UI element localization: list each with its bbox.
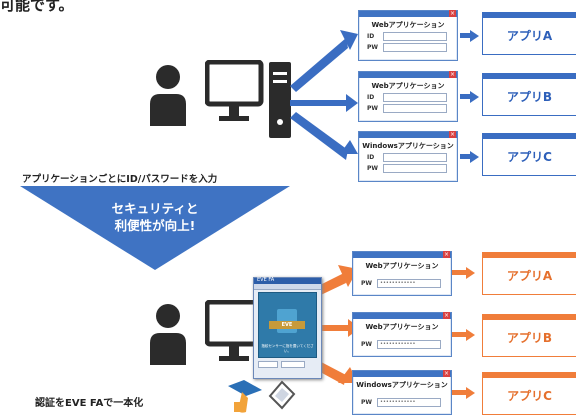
dialog-title: Webアプリケーション <box>371 82 445 90</box>
app-a[interactable]: アプリA <box>482 12 576 55</box>
arrow-shaft <box>452 332 468 337</box>
close-icon[interactable]: × <box>449 10 456 17</box>
pw-field[interactable] <box>383 104 447 113</box>
pw-label: PW <box>367 165 379 172</box>
top-caption: アプリケーションごとにID/パスワードを入力 <box>22 174 218 185</box>
pw-label: PW <box>367 105 379 112</box>
close-icon[interactable]: × <box>443 251 450 258</box>
improvement-banner <box>20 186 290 270</box>
banner-line-2: 利便性が向上! <box>114 218 196 233</box>
eve-window-title: EVE FA <box>257 277 275 283</box>
arrow-shaft <box>460 94 472 99</box>
pw-label: PW <box>367 44 379 51</box>
dialog-title: Webアプリケーション <box>371 21 445 29</box>
top-dialog-web-1: × Webアプリケーション ID PW <box>358 10 458 61</box>
arrow-shaft <box>460 154 472 159</box>
user-icon <box>150 65 186 126</box>
bottom-dialog-web-2: × Webアプリケーション PW •••••••••••• <box>352 312 452 357</box>
dialog-title: Windowsアプリケーション <box>356 381 448 389</box>
top-dialog-windows: × Windowsアプリケーション ID PW <box>358 131 458 182</box>
arrow-right-icon <box>470 30 479 42</box>
id-field[interactable] <box>383 32 447 41</box>
pw-field[interactable]: •••••••••••• <box>377 340 441 349</box>
id-label: ID <box>367 154 375 161</box>
computer-icon <box>205 300 264 361</box>
close-icon[interactable]: × <box>443 370 450 377</box>
pw-label: PW <box>361 280 373 287</box>
fingerprint-device-icon <box>228 380 262 413</box>
pw-label: PW <box>361 341 373 348</box>
arrow-shaft <box>452 390 468 395</box>
card-reader-icon <box>268 380 296 410</box>
top-dialog-web-2: × Webアプリケーション ID PW <box>358 71 458 122</box>
arrow-right-icon <box>466 267 475 279</box>
pw-field[interactable] <box>383 43 447 52</box>
pw-label: PW <box>361 399 373 406</box>
close-icon[interactable]: × <box>449 71 456 78</box>
arrow-right-icon <box>466 387 475 399</box>
pw-field[interactable]: •••••••••••• <box>377 398 441 407</box>
bottom-dialog-web-1: × Webアプリケーション PW •••••••••••• <box>352 251 452 296</box>
arrow-right-icon <box>466 329 475 341</box>
user-icon <box>150 304 186 365</box>
computer-icon <box>205 60 291 138</box>
pw-field[interactable] <box>383 164 447 173</box>
app-b[interactable]: アプリB <box>482 73 576 116</box>
dialog-title: Webアプリケーション <box>365 323 439 331</box>
arrow-shaft <box>460 33 472 38</box>
eve-button-2[interactable] <box>281 361 305 368</box>
bottom-caption: 認証をEVE FAで一本化 <box>35 398 144 409</box>
eve-fa-window: EVE FA EVE 指紋センサーに指を置いてください。 <box>253 277 322 379</box>
arrow-right-icon <box>470 151 479 163</box>
id-field[interactable] <box>383 153 447 162</box>
pw-field[interactable]: •••••••••••• <box>377 279 441 288</box>
arrow-right-icon <box>470 91 479 103</box>
eve-badge: EVE <box>269 321 305 329</box>
id-label: ID <box>367 33 375 40</box>
app-c[interactable]: アプリC <box>482 372 576 415</box>
top-connection-arrows <box>290 30 358 160</box>
eve-button-1[interactable] <box>258 361 278 368</box>
dialog-title: Windowsアプリケーション <box>362 142 454 150</box>
id-field[interactable] <box>383 93 447 102</box>
app-c[interactable]: アプリC <box>482 133 576 176</box>
arrow-shaft <box>452 270 468 275</box>
id-label: ID <box>367 94 375 101</box>
dialog-title: Webアプリケーション <box>365 262 439 270</box>
eve-status-text: 指紋センサーに指を置いてください。 <box>261 344 314 353</box>
bottom-dialog-windows: × Windowsアプリケーション PW •••••••••••• <box>352 370 452 415</box>
banner-line-1: セキュリティと <box>111 201 199 216</box>
app-b[interactable]: アプリB <box>482 314 576 357</box>
header-fragment: 可能です。 <box>0 0 74 14</box>
close-icon[interactable]: × <box>443 312 450 319</box>
close-icon[interactable]: × <box>449 131 456 138</box>
app-a[interactable]: アプリA <box>482 252 576 295</box>
